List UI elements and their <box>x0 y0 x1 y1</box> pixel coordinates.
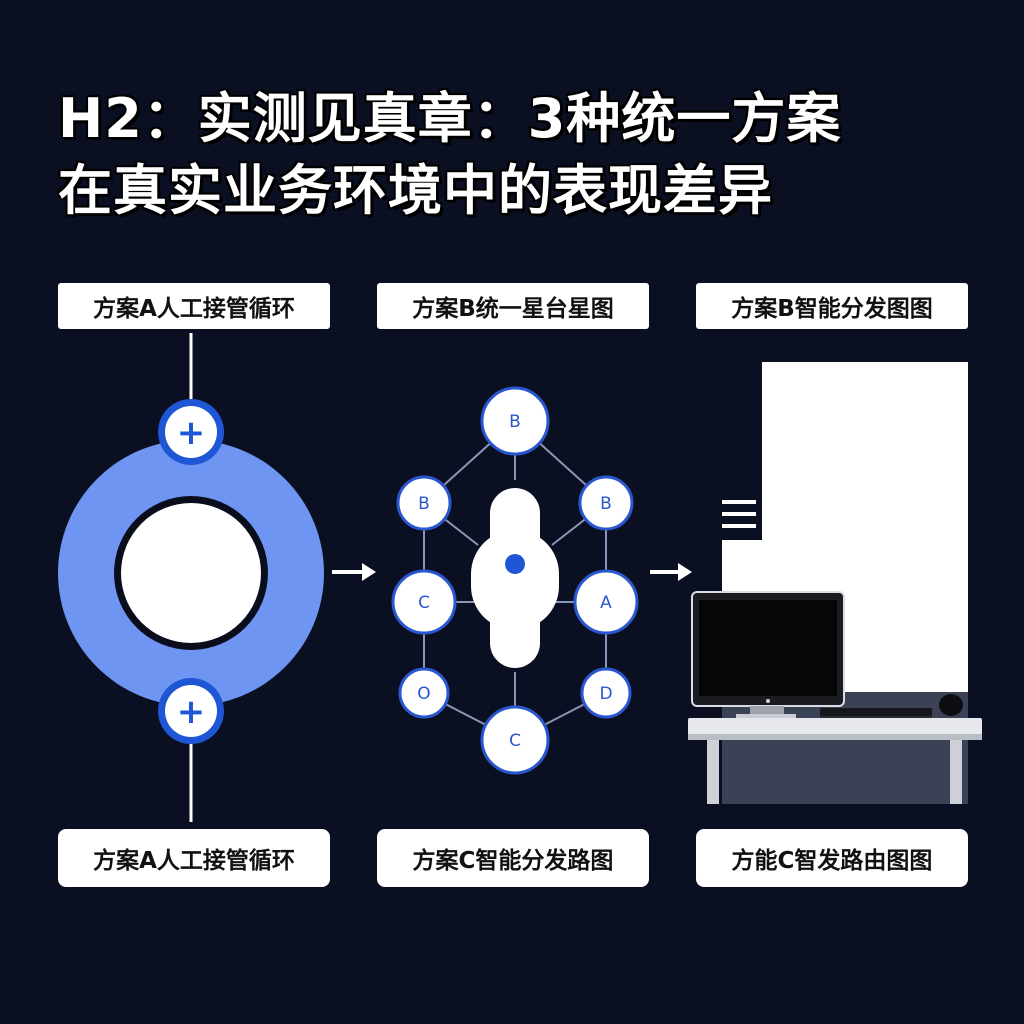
network-node-label-2: B <box>600 494 612 514</box>
panel-c-workstation-scene <box>688 362 982 804</box>
label-bottom-c: 方能C智发路由图图 <box>696 829 968 887</box>
monitor-icon <box>691 591 845 719</box>
plus-icon-top: + <box>158 399 224 465</box>
network-node-3: C <box>391 569 457 635</box>
network-node-label-3: C <box>418 593 430 613</box>
network-node-0: B <box>480 386 550 456</box>
mouse-icon <box>939 694 963 716</box>
network-node-4: A <box>573 569 639 635</box>
page-title-line-2: 在真实业务环境中的表现差异 <box>58 159 773 222</box>
network-node-7: C <box>480 705 550 775</box>
network-node-label-1: B <box>418 494 430 514</box>
label-top-b: 方案B统一星台星图 <box>377 283 649 329</box>
svg-text:+: + <box>177 692 206 732</box>
network-node-label-6: D <box>599 684 612 704</box>
label-top-a: 方案A人工接管循环 <box>58 283 330 329</box>
panel-a-ring-diagram: + + <box>58 333 324 822</box>
center-circle <box>121 503 261 643</box>
arrow-right-icon-1 <box>332 563 376 581</box>
network-node-label-4: A <box>600 593 612 613</box>
network-node-label-0: B <box>509 412 521 432</box>
lock-keyhole-icon <box>471 488 559 668</box>
label-top-c: 方案B智能分发图图 <box>696 283 968 329</box>
network-node-label-5: O <box>417 684 430 704</box>
network-node-6: D <box>580 667 632 719</box>
plus-icon-bottom: + <box>158 678 224 744</box>
desk-icon <box>688 718 982 804</box>
vent-lines-icon <box>722 500 756 528</box>
network-nodes: B B B C A O D C <box>391 386 639 775</box>
network-node-1: B <box>396 475 452 531</box>
panel-b-node-network: B B B C A O D C <box>391 386 639 775</box>
keyboard-icon <box>820 708 932 719</box>
arrow-right-icon-2 <box>650 563 692 581</box>
label-bottom-b: 方案C智能分发路图 <box>377 829 649 887</box>
network-node-label-7: C <box>509 731 521 751</box>
network-node-5: O <box>398 667 450 719</box>
label-bottom-a: 方案A人工接管循环 <box>58 829 330 887</box>
svg-text:+: + <box>177 413 206 453</box>
network-node-2: B <box>578 475 634 531</box>
page-title-line-1: H2：实测见真章：3种统一方案 <box>58 87 842 150</box>
